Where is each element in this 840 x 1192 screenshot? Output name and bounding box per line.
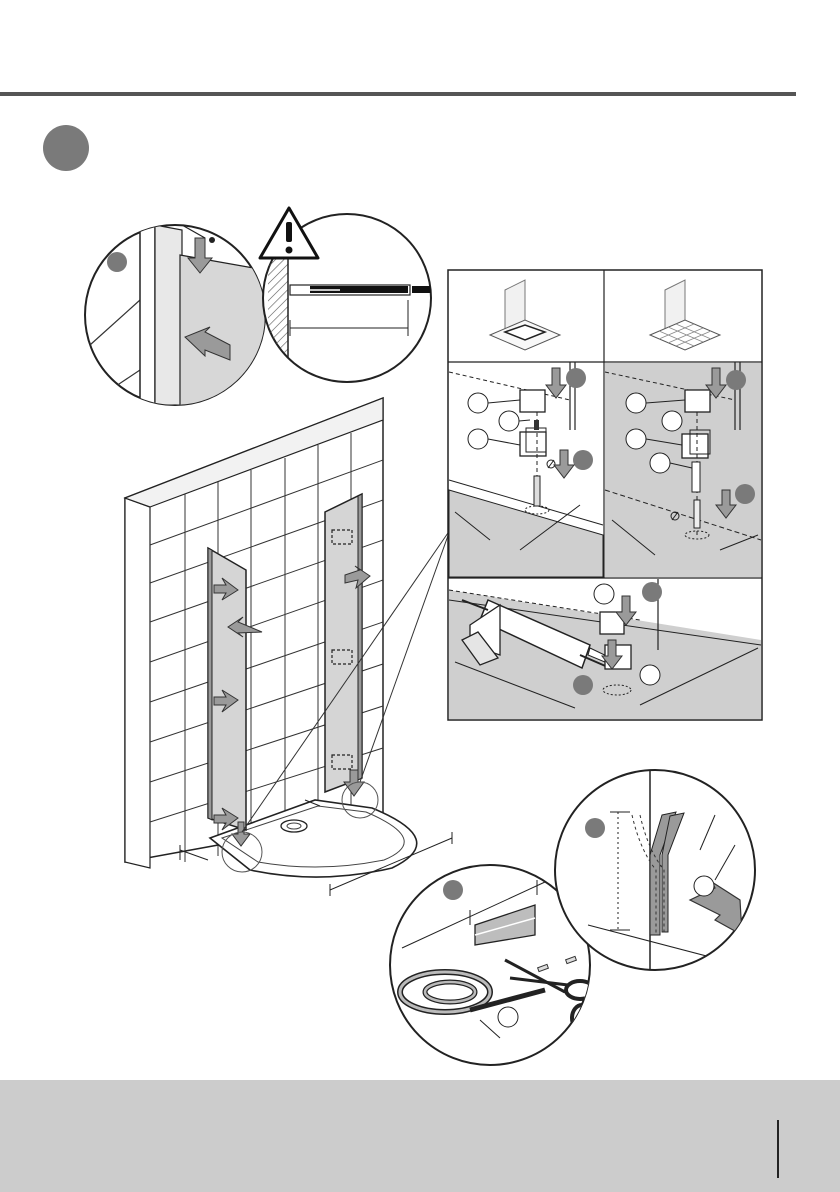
tray-mounting-detail	[449, 362, 603, 577]
seal-fitting-detail	[555, 770, 760, 970]
footer-band	[0, 1080, 840, 1192]
footer-divider	[777, 1120, 779, 1178]
tiled-floor-mounting-detail	[605, 362, 761, 577]
warning-detail	[260, 208, 432, 382]
silicone-detail	[449, 579, 761, 719]
shower-enclosure-overview	[125, 398, 452, 896]
assembly-illustration	[0, 190, 840, 1080]
wall-profile-detail	[85, 225, 265, 405]
step-badge	[43, 125, 89, 171]
mounting-details-inset	[448, 270, 762, 720]
header-rule	[0, 92, 796, 96]
